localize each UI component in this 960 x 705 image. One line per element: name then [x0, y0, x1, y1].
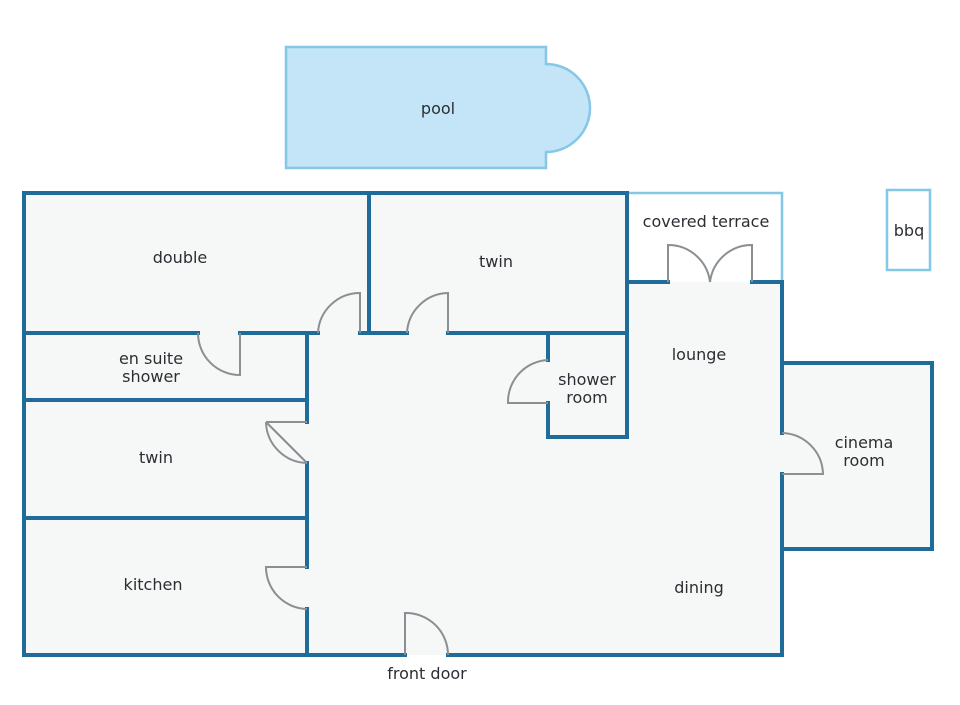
- door-swings: [197, 243, 825, 656]
- pool-label: pool: [421, 99, 455, 118]
- kitchen-label: kitchen: [124, 575, 183, 594]
- bbq-outline: [885, 188, 932, 272]
- covered-terrace-label: covered terrace: [643, 212, 770, 231]
- twin-left-label: twin: [139, 448, 173, 467]
- pool-shape: [284, 45, 592, 170]
- cinema-room-label-line2: room: [843, 451, 884, 470]
- covered-terrace-outline: [627, 191, 784, 282]
- cinema-room-label-line1: cinema: [835, 433, 894, 452]
- double-label: double: [153, 248, 208, 267]
- shower-room-label-line2: room: [566, 388, 607, 407]
- front-door-label: front door: [387, 664, 467, 683]
- en-suite-label-line2: shower: [122, 367, 180, 386]
- floor-fills: [24, 193, 932, 655]
- dining-label: dining: [674, 578, 723, 597]
- lounge-label: lounge: [672, 345, 727, 364]
- shower-room-label-line1: shower: [558, 370, 616, 389]
- walls: [22, 191, 934, 657]
- twin-top-label: twin: [479, 252, 513, 271]
- bbq-label: bbq: [894, 221, 924, 240]
- en-suite-label-line1: en suite: [119, 349, 183, 368]
